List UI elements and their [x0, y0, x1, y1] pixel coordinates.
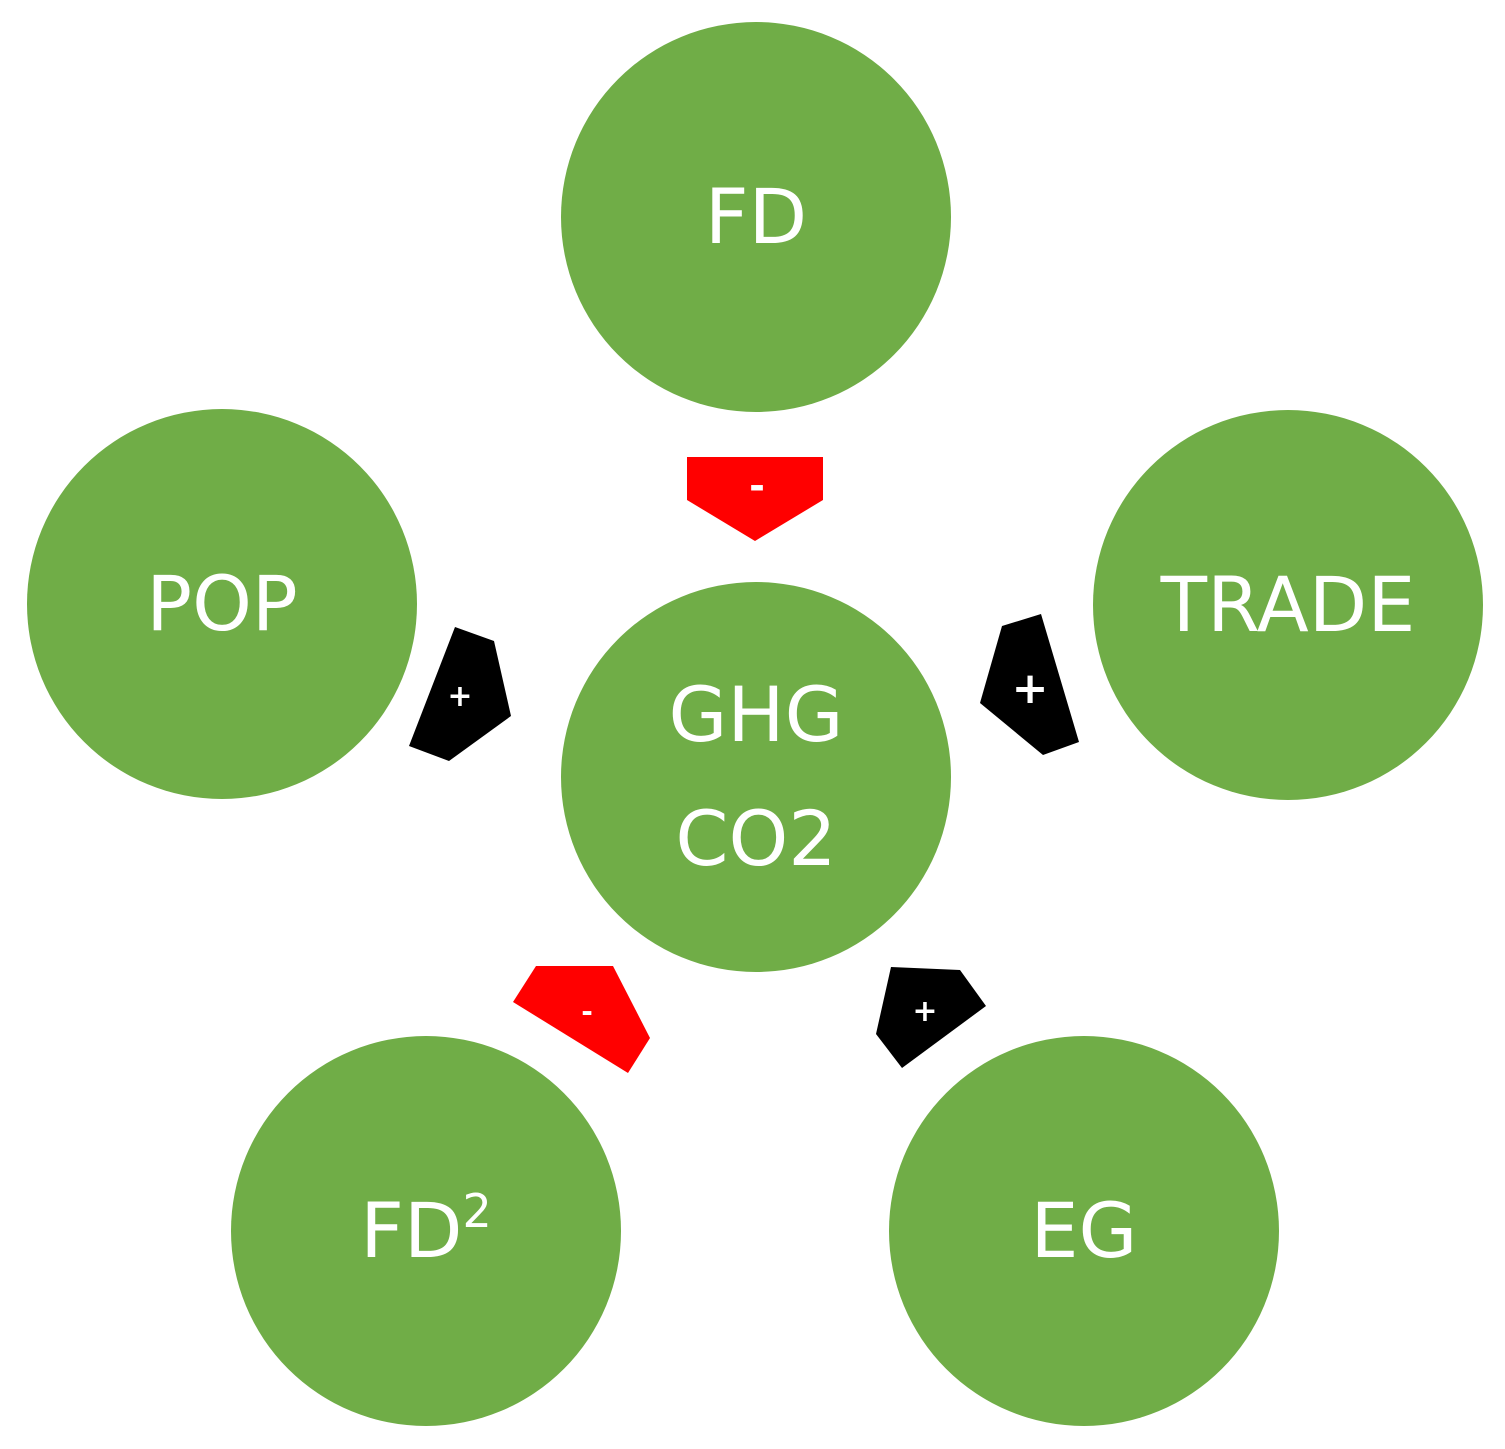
node-fd: FD	[561, 22, 951, 412]
sign-trade-link: +	[1011, 663, 1049, 714]
node-eg: EG	[889, 1036, 1279, 1426]
node-ghg-label: GHG	[668, 670, 844, 760]
sign-fd-squared-link: -	[581, 995, 593, 1028]
arrow-fd-to-center	[687, 457, 823, 541]
node-pop: POP	[27, 409, 417, 799]
sign-eg-link: +	[912, 994, 938, 1029]
node-eg-label: EG	[1030, 1186, 1138, 1275]
node-fd-squared-label: FD2	[360, 1188, 492, 1269]
node-fd-label: FD	[704, 172, 808, 261]
sign-pop-link: +	[447, 679, 473, 714]
node-fd-squared-exponent: 2	[462, 1184, 492, 1238]
arrow-pop-to-center	[409, 627, 511, 761]
node-fd-squared-base: FD	[360, 1186, 463, 1275]
node-pop-label: POP	[146, 559, 298, 648]
arrow-trade-to-center	[980, 614, 1079, 755]
arrow-fd-squared-to-center	[513, 966, 650, 1073]
node-fd-squared: FD2	[231, 1036, 621, 1426]
node-co2-label: CO2	[675, 794, 837, 883]
node-trade: TRADE	[1093, 410, 1483, 800]
sign-fd-link: -	[749, 464, 765, 508]
arrow-eg-to-center	[876, 967, 986, 1068]
node-ghg-co2: GHG CO2	[561, 582, 951, 972]
node-trade-label: TRADE	[1160, 560, 1416, 649]
